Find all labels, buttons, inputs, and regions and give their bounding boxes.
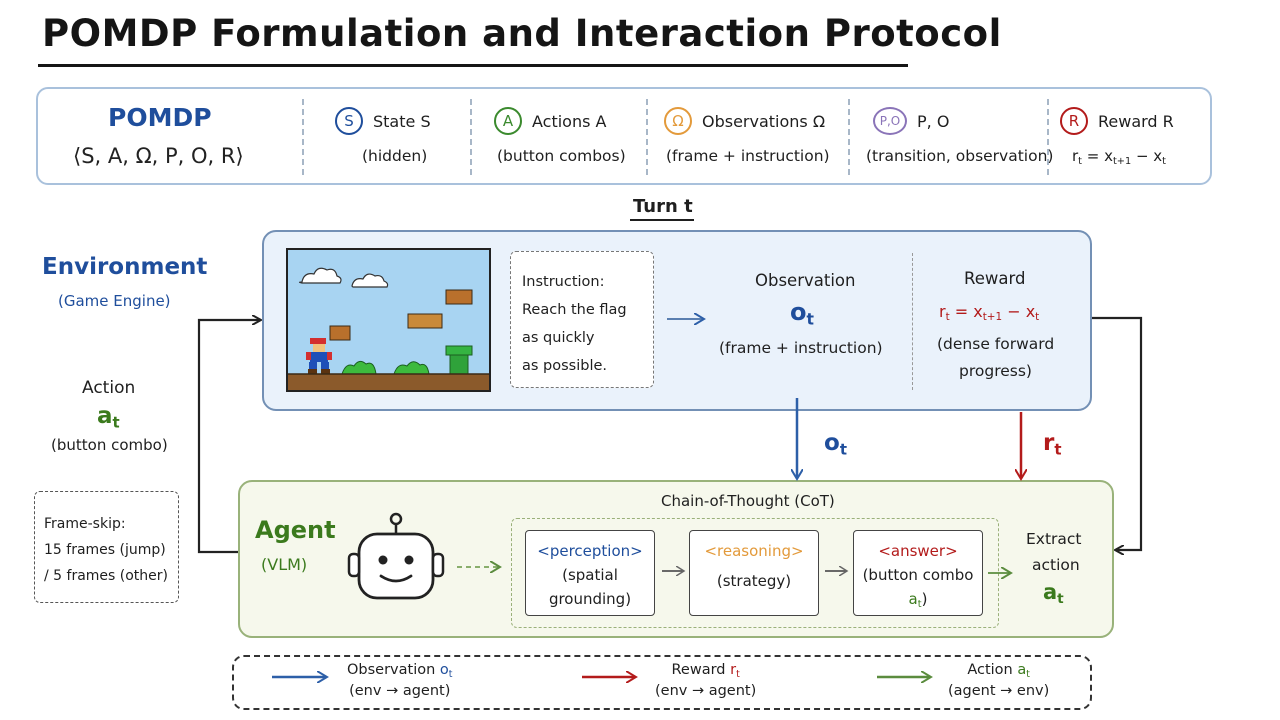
panel-divider (646, 99, 648, 175)
legend-box (232, 655, 1092, 710)
observation-edge-label: ot (824, 430, 847, 459)
pomdp-tuple: ⟨S, A, Ω, P, O, R⟩ (73, 144, 244, 168)
instruction-box: Instruction: Reach the flag as quickly a… (510, 251, 654, 388)
instruction-line: Instruction: (522, 274, 605, 290)
game-scene-image (288, 250, 489, 390)
reward-item: R Reward R (1060, 107, 1174, 135)
action-title: Action (82, 378, 136, 398)
frame-skip-note: Frame-skip: 15 frames (jump) / 5 frames … (34, 491, 179, 603)
state-circle-icon: S (335, 107, 363, 135)
reward-sub: (dense forward (937, 335, 1055, 353)
legend-reward: Reward rt (env → agent) (655, 662, 757, 699)
reasoning-line: (strategy) (716, 572, 792, 590)
observation-title: Observation (755, 271, 856, 290)
answer-tag: <answer> (878, 542, 958, 560)
turn-label: Turn t (633, 196, 693, 217)
observations-sub: (frame + instruction) (666, 147, 830, 165)
actions-item: A Actions A (494, 107, 606, 135)
reward-formula: rt = xt+1 − xt (1072, 147, 1166, 167)
reasoning-tag: <reasoning> (704, 542, 804, 560)
observations-circle-icon: Ω (664, 107, 692, 135)
legend-observation: Observation ot (env → agent) (347, 662, 453, 699)
transition-sub: (transition, observation) (866, 147, 1054, 165)
panel-divider (848, 99, 850, 175)
observations-label: Observations Ω (702, 111, 826, 131)
panel-divider (1047, 99, 1049, 175)
legend-action: Action at (agent → env) (948, 662, 1050, 699)
actions-circle-icon: A (494, 107, 522, 135)
extract-label: action (1032, 556, 1080, 574)
perception-line: (spatial (562, 566, 618, 584)
state-label: State S (373, 111, 431, 131)
game-frame (286, 248, 491, 392)
panel-divider (470, 99, 472, 175)
answer-step: <answer> (button combo at) (853, 530, 983, 616)
perception-tag: <perception> (537, 542, 643, 560)
reward-sub: progress) (959, 362, 1032, 380)
observations-item: Ω Observations Ω (664, 107, 825, 135)
agent-sub: (VLM) (261, 555, 308, 574)
state-item: S State S (335, 107, 431, 135)
actions-sub: (button combos) (497, 147, 626, 165)
transition-label: P, O (917, 111, 950, 131)
reward-title: Reward (964, 269, 1026, 288)
actions-label: Actions A (532, 111, 607, 131)
observation-sub: (frame + instruction) (719, 339, 883, 357)
instruction-line: as possible. (522, 358, 608, 374)
reward-equation: rt = xt+1 − xt (939, 302, 1040, 324)
cot-title: Chain-of-Thought (CoT) (661, 492, 835, 510)
answer-line: at) (908, 590, 928, 610)
action-symbol: at (97, 403, 120, 432)
transition-circle-icon: P,O (873, 107, 907, 135)
observation-symbol: ot (790, 298, 814, 329)
action-loop-arrow (197, 320, 260, 554)
extract-label: Extract (1026, 530, 1082, 548)
environment-sub: (Game Engine) (58, 292, 171, 310)
reward-edge-label: rt (1043, 430, 1062, 459)
reasoning-step: <reasoning> (strategy) (689, 530, 819, 616)
answer-line: (button combo (862, 566, 974, 584)
frame-skip-line: / 5 frames (other) (44, 568, 169, 584)
state-sub: (hidden) (362, 147, 428, 165)
frame-skip-line: Frame-skip: (44, 516, 126, 532)
environment-label: Environment (42, 254, 208, 280)
perception-step: <perception> (spatial grounding) (525, 530, 655, 616)
transition-item: P,O P, O (873, 107, 949, 135)
perception-line: grounding) (548, 590, 632, 608)
reward-label: Reward R (1098, 111, 1174, 131)
pomdp-definition-panel: POMDP ⟨S, A, Ω, P, O, R⟩ S State S (hidd… (36, 87, 1212, 185)
action-sub: (button combo) (51, 436, 168, 454)
frame-skip-line: 15 frames (jump) (44, 542, 166, 558)
instruction-line: Reach the flag (522, 302, 627, 318)
instruction-line: as quickly (522, 330, 595, 346)
pomdp-name: POMDP (108, 103, 212, 132)
reward-circle-icon: R (1060, 107, 1088, 135)
turn-underline (630, 219, 694, 221)
title-underline (38, 64, 908, 67)
environment-divider (912, 253, 913, 390)
environment-to-agent-loop-arrow (1092, 316, 1143, 550)
page-title: POMDP Formulation and Interaction Protoc… (42, 12, 1002, 55)
panel-divider (302, 99, 304, 175)
agent-label: Agent (255, 516, 336, 544)
extract-action-symbol: at (1043, 580, 1064, 608)
robot-icon (347, 512, 445, 600)
